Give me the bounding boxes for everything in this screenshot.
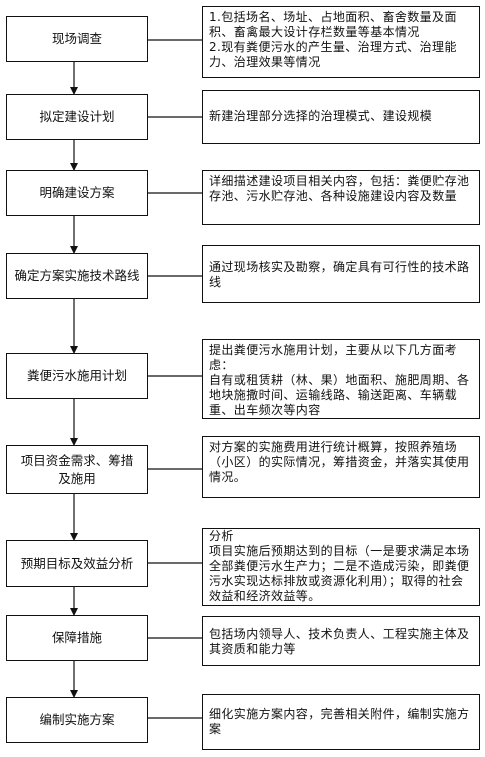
step-label: 编制实施方案 bbox=[39, 712, 115, 727]
desc-line: 新建治理部分选择的治理模式、建设规模 bbox=[209, 109, 433, 123]
step-label: 确定方案实施技术路线 bbox=[14, 268, 140, 283]
step-label: 项目资金需求、筹措及施用 bbox=[20, 452, 134, 486]
step-box-benefit-analysis: 预期目标及效益分析 bbox=[6, 540, 148, 587]
desc-line: 1.包括场名、场址、占地面积、畜舍数量及面积、畜禽最大设计存栏数量等基本情况 bbox=[209, 10, 457, 39]
step-box-funding: 项目资金需求、筹措及施用 bbox=[6, 445, 148, 494]
desc-line: 自有或租赁耕（林、果）地面积、施肥周期、各地块施撒时间、运输线路、输送距离、车辆… bbox=[209, 373, 470, 417]
step-box-application-plan: 粪便污水施用计划 bbox=[6, 353, 148, 399]
step-label: 预期目标及效益分析 bbox=[20, 555, 134, 571]
desc-line: 包括场内领导人、技术负责人、工程实施主体及其资质和能力等 bbox=[209, 627, 470, 656]
step-label: 粪便污水施用计划 bbox=[26, 368, 127, 383]
desc-line: 项目实施后预期达到的目标（一是要求满足本场全部粪便污水生产力；二是不造成污染，即… bbox=[209, 544, 470, 603]
step-box-site-survey: 现场调查 bbox=[6, 16, 148, 62]
desc-line: 2.现有粪便污水的产生量、治理方式、治理能力、治理效果等情况 bbox=[209, 40, 457, 69]
desc-line: 分析 bbox=[209, 529, 234, 543]
step-label: 明确建设方案 bbox=[39, 185, 115, 200]
desc-box-benefit-analysis: 分析 项目实施后预期达到的目标（一是要求满足本场全部粪便污水生产力；二是不造成污… bbox=[202, 528, 480, 606]
desc-box-application-plan: 提出粪便污水施用计划，主要从以下几方面考虑： 自有或租赁耕（林、果）地面积、施肥… bbox=[202, 339, 480, 419]
desc-line: 通过现场核实及勘察，确定具有可行性的技术路线 bbox=[209, 260, 470, 289]
desc-line: 细化实施方案内容，完善相关附件，编制实施方案 bbox=[209, 707, 470, 736]
step-box-technical-route: 确定方案实施技术路线 bbox=[6, 253, 148, 299]
desc-box-safeguards: 包括场内领导人、技术负责人、工程实施主体及其资质和能力等 bbox=[202, 616, 480, 666]
step-label: 拟定建设计划 bbox=[39, 109, 115, 124]
step-box-compile-plan: 编制实施方案 bbox=[6, 697, 148, 743]
step-box-construction-scheme: 明确建设方案 bbox=[6, 170, 148, 216]
desc-box-site-survey: 1.包括场名、场址、占地面积、畜舍数量及面积、畜禽最大设计存栏数量等基本情况 2… bbox=[202, 6, 480, 78]
step-box-draft-plan: 拟定建设计划 bbox=[6, 94, 148, 140]
desc-box-technical-route: 通过现场核实及勘察，确定具有可行性的技术路线 bbox=[202, 245, 480, 303]
step-label: 现场调查 bbox=[51, 31, 102, 46]
desc-line: 对方案的实施费用进行统计概算，按照养殖场（小区）的实际情况，筹措资金，并落实其使… bbox=[209, 440, 470, 484]
desc-line: 提出粪便污水施用计划，主要从以下几方面考虑： bbox=[209, 343, 458, 372]
desc-box-compile-plan: 细化实施方案内容，完善相关附件，编制实施方案 bbox=[202, 694, 480, 750]
step-box-safeguards: 保障措施 bbox=[6, 615, 148, 661]
desc-box-construction-scheme: 详细描述建设项目相关内容，包括：粪便贮存池存池、污水贮存池、各种设施建设内容及数… bbox=[202, 170, 480, 225]
desc-box-draft-plan: 新建治理部分选择的治理模式、建设规模 bbox=[202, 90, 480, 144]
step-label: 保障措施 bbox=[51, 630, 102, 645]
desc-line: 详细描述建设项目相关内容，包括：粪便贮存池存池、污水贮存池、各种设施建设内容及数… bbox=[209, 174, 470, 203]
desc-box-funding: 对方案的实施费用进行统计概算，按照养殖场（小区）的实际情况，筹措资金，并落实其使… bbox=[202, 436, 480, 498]
